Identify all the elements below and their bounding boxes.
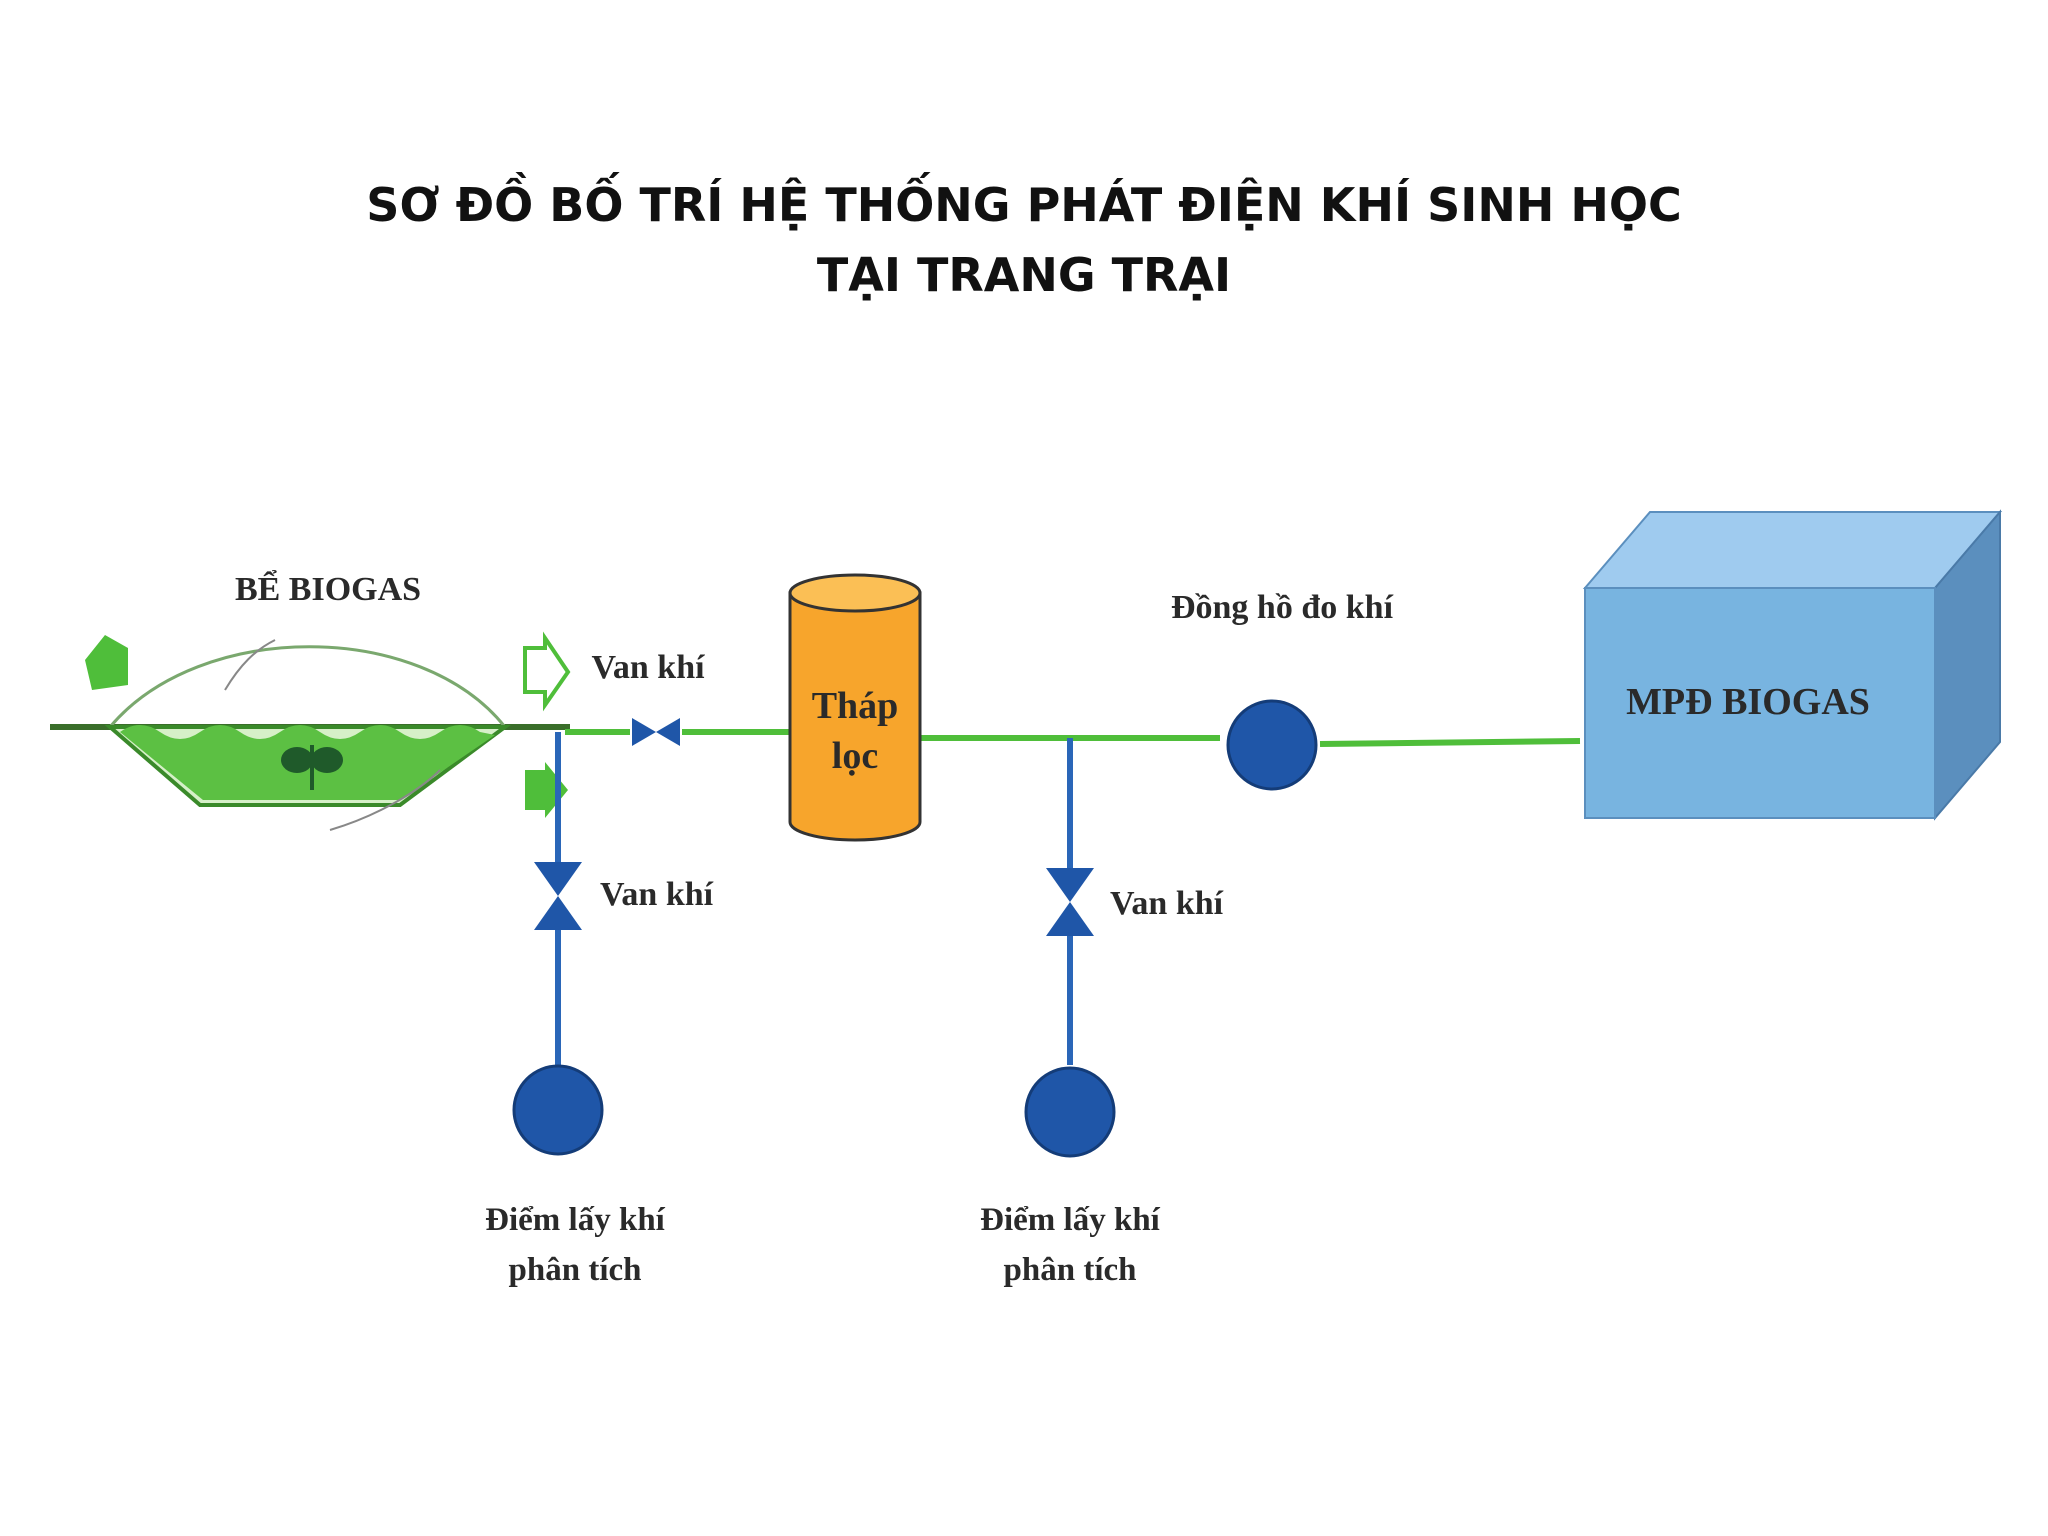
left-sample-label-line-1: Điểm lấy khí bbox=[485, 1202, 666, 1238]
left-sample-branch bbox=[512, 732, 604, 1156]
filter-label-line-1: Tháp bbox=[812, 685, 899, 727]
main-valve-icon bbox=[632, 718, 680, 746]
generator-label: MPĐ BIOGAS bbox=[1626, 681, 1870, 723]
left-valve-label: Van khí bbox=[600, 876, 714, 913]
tank-lead-line bbox=[224, 639, 276, 691]
inlet-arrow-icon bbox=[85, 635, 128, 690]
tank-dome bbox=[108, 645, 507, 728]
main-valve-label: Van khí bbox=[591, 649, 705, 686]
filter-tower: Tháp lọc bbox=[788, 573, 922, 842]
title-line-1: SƠ ĐỒ BỐ TRÍ HỆ THỐNG PHÁT ĐIỆN KHÍ SINH… bbox=[366, 178, 1682, 232]
filter-label-line-2: lọc bbox=[832, 735, 878, 777]
stirrer-icon bbox=[281, 745, 343, 790]
generator-front bbox=[1584, 587, 1936, 819]
left-sample-label-line-2: phân tích bbox=[509, 1252, 642, 1288]
gas-meter-icon bbox=[1226, 699, 1318, 791]
gas-out-arrow-icon bbox=[523, 631, 571, 712]
gas-meter-label: Đồng hồ đo khí bbox=[1171, 589, 1394, 626]
right-sample-point-icon bbox=[1024, 1066, 1116, 1158]
left-valve-icon bbox=[534, 862, 582, 930]
right-valve-label: Van khí bbox=[1110, 885, 1224, 922]
outlet-arrow-icon bbox=[525, 762, 568, 818]
biogas-generator: MPĐ BIOGAS bbox=[1582, 509, 2003, 821]
left-sample-point-icon bbox=[512, 1064, 604, 1156]
biogas-tank-label: BỂ BIOGAS bbox=[235, 570, 421, 608]
right-valve-icon bbox=[1046, 868, 1094, 936]
title-line-2: TẠI TRANG TRẠI bbox=[816, 248, 1232, 302]
biogas-tank: BỂ BIOGAS bbox=[50, 570, 571, 831]
right-sample-label-line-1: Điểm lấy khí bbox=[980, 1202, 1161, 1238]
diagram-title: SƠ ĐỒ BỐ TRÍ HỆ THỐNG PHÁT ĐIỆN KHÍ SINH… bbox=[0, 170, 2048, 310]
right-sample-label-line-2: phân tích bbox=[1004, 1252, 1137, 1288]
right-sample-branch bbox=[1024, 738, 1116, 1158]
tank-curve bbox=[329, 769, 441, 831]
generator-top bbox=[1582, 511, 2003, 589]
